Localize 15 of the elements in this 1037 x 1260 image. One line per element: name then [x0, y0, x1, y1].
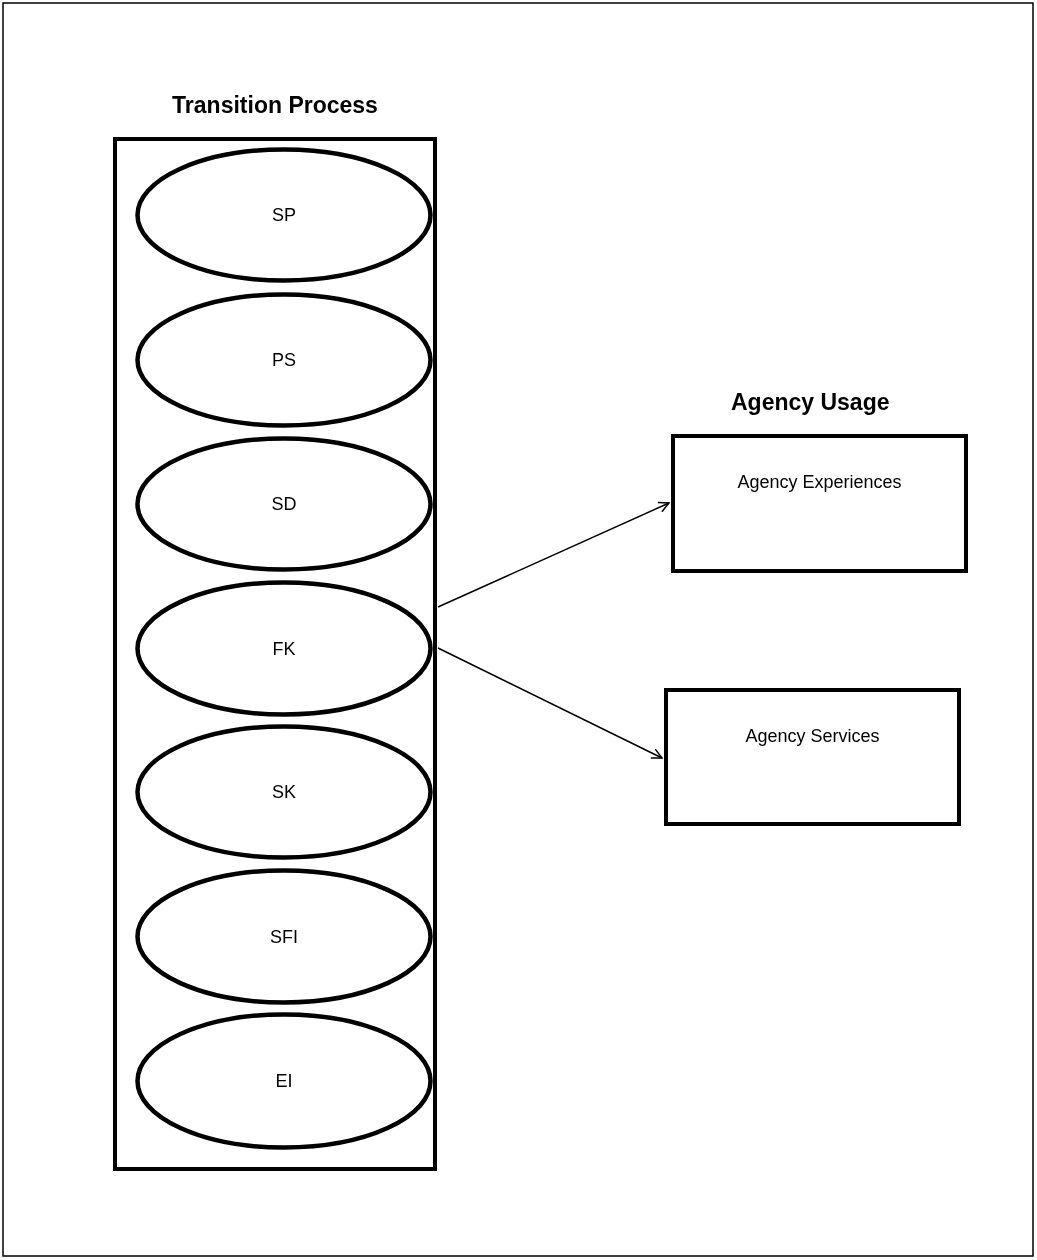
- node-text: EI: [275, 1070, 293, 1092]
- node-text: PS: [272, 349, 296, 371]
- node-text: SP: [272, 204, 296, 226]
- node-text: SD: [271, 493, 297, 515]
- process-box: [664, 688, 961, 826]
- node-text: SK: [272, 781, 296, 803]
- arrow: [437, 647, 663, 759]
- arrow: [437, 501, 670, 608]
- node-text: Agency Services: [745, 726, 880, 747]
- group-heading: Agency Usage: [731, 389, 890, 416]
- node-text: Agency Experiences: [737, 472, 902, 493]
- group-heading: Transition Process: [172, 92, 378, 119]
- node-text: SFI: [270, 926, 298, 947]
- process-box: [671, 434, 968, 573]
- node-text: FK: [272, 638, 296, 659]
